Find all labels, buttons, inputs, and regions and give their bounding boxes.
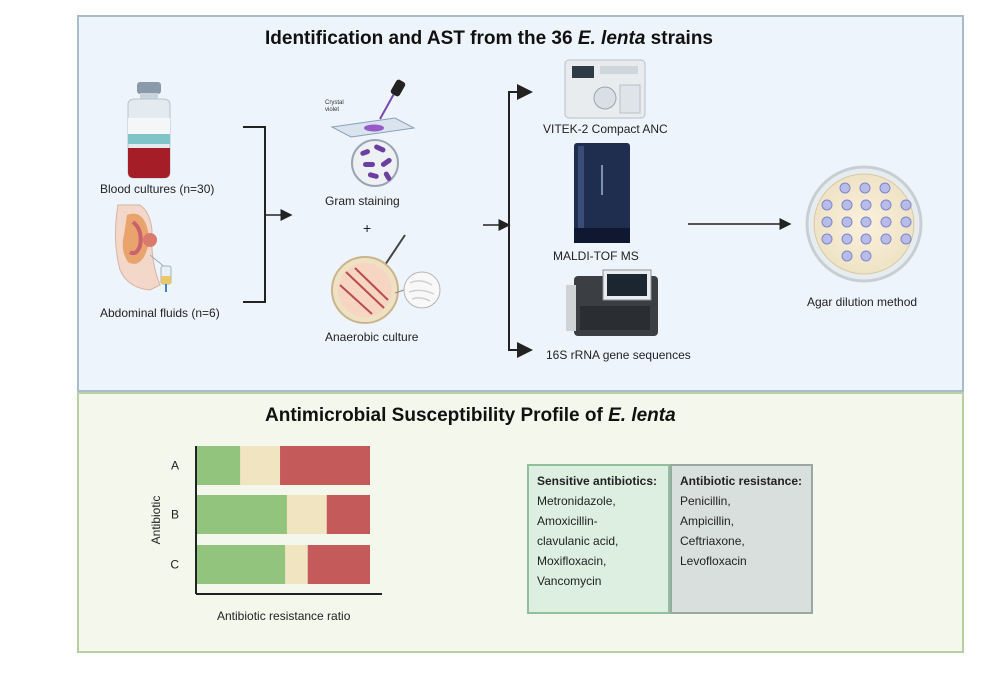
abdominal-fluids-label: Abdominal fluids (n=6): [100, 306, 220, 320]
resistant-antibiotics-box: Antibiotic resistance: Penicillin, Ampic…: [670, 464, 813, 614]
category-label-b: B: [171, 508, 179, 522]
gram-staining-label: Gram staining: [325, 194, 400, 208]
sensitive-item: Vancomycin: [537, 574, 602, 588]
bar-c-segment-0: [197, 545, 286, 584]
anaerobic-culture-label: Anaerobic culture: [325, 330, 419, 344]
category-label-c: C: [170, 558, 179, 572]
method-vitek-label: VITEK-2 Compact ANC: [543, 122, 668, 136]
susceptibility-title: Antimicrobial Susceptibility Profile of …: [265, 405, 676, 426]
bar-b-segment-1: [286, 495, 327, 534]
agar-dilution-plate-icon: [805, 165, 923, 283]
sensitive-item: Metronidazole,: [537, 494, 616, 508]
bar-c-segment-1: [285, 545, 308, 584]
vitek-instrument-icon: [564, 59, 646, 119]
gram-stain-microscopy-icon: [351, 139, 399, 187]
agar-dilution-label: Agar dilution method: [807, 295, 918, 309]
gram-stain-slide-icon: [330, 79, 416, 138]
abdominal-fluid-icon: [114, 204, 172, 292]
crystal-violet-label: Crystal violet: [325, 100, 344, 113]
maldi-instrument-icon: [574, 143, 630, 243]
sensitive-item: Amoxicillin-: [537, 514, 598, 528]
sensitive-item: Moxifloxacin,: [537, 554, 607, 568]
method-maldi-label: MALDI-TOF MS: [553, 249, 639, 263]
bar-a-segment-1: [240, 446, 281, 485]
resistant-item: Ceftriaxone,: [680, 534, 745, 548]
chart-x-label: Antibiotic resistance ratio: [217, 609, 351, 623]
bar-a-segment-0: [197, 446, 241, 485]
bar-b-segment-0: [197, 495, 287, 534]
blood-cultures-label: Blood cultures (n=30): [100, 182, 215, 196]
bar-c-segment-2: [307, 545, 370, 584]
bar-a-segment-2: [280, 446, 370, 485]
blood-culture-bottle-icon: [127, 82, 171, 179]
anaerobic-culture-plate-icon: [331, 234, 441, 324]
sensitive-heading: Sensitive antibiotics:: [537, 474, 658, 488]
identification-title: Identification and AST from the 36 E. le…: [265, 28, 713, 49]
sequencer-instrument-icon: [566, 269, 658, 336]
method-16s-label: 16S rRNA gene sequences: [546, 348, 691, 362]
resistant-heading: Antibiotic resistance:: [680, 474, 803, 488]
resistant-item: Ampicillin,: [680, 514, 735, 528]
resistant-item: Penicillin,: [680, 494, 731, 508]
bar-b-segment-2: [326, 495, 370, 534]
category-label-a: A: [171, 459, 179, 473]
resistant-item: Levofloxacin: [680, 554, 747, 568]
sensitive-item: clavulanic acid,: [537, 534, 619, 548]
sensitive-antibiotics-box: Sensitive antibiotics: Metronidazole, Am…: [527, 464, 670, 614]
chart-y-label: Antibiotic: [149, 496, 163, 545]
plus-sign: +: [363, 220, 372, 236]
